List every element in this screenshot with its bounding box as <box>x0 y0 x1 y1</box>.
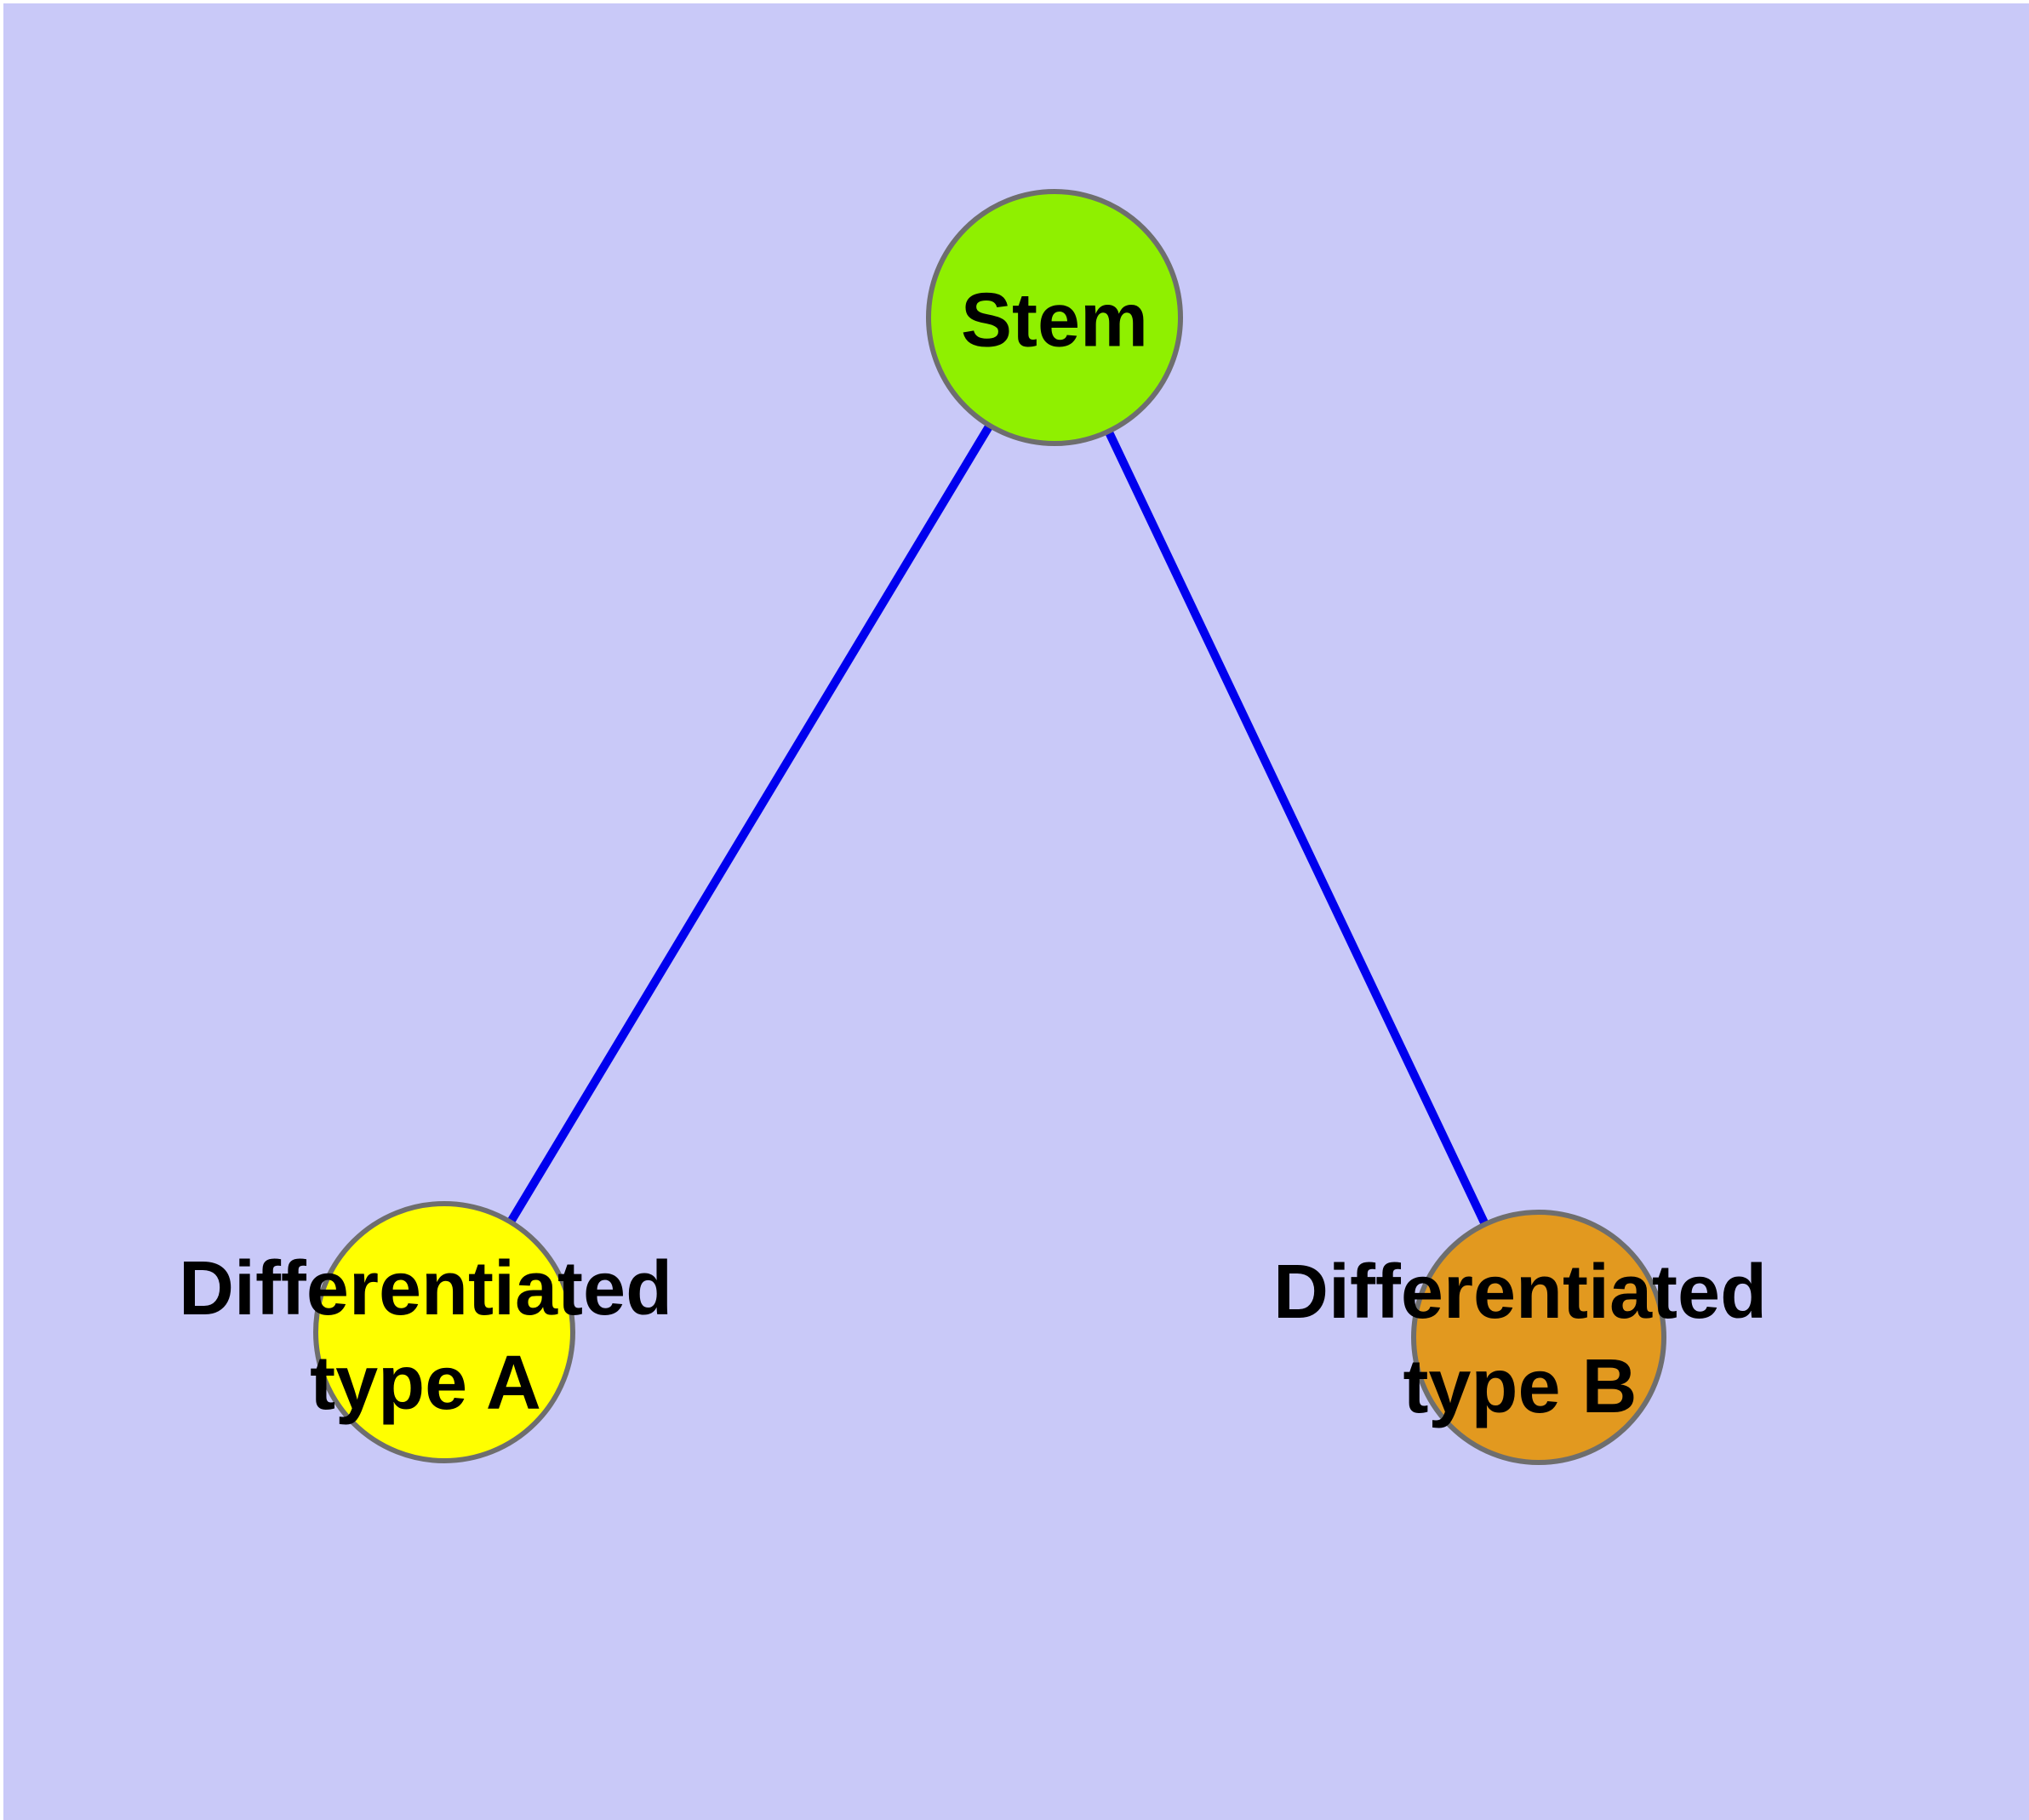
node-type-a-label: Differentiated type A <box>178 1246 673 1426</box>
node-type-b-circle <box>1411 1210 1666 1465</box>
node-stem-label: Stem <box>960 278 1149 363</box>
node-type-a <box>313 1201 575 1463</box>
edge-stem-to-type-b <box>1050 315 1543 1340</box>
node-stem-circle <box>926 189 1183 446</box>
edge-stem-to-type-a <box>440 315 1059 1335</box>
node-type-b <box>1411 1210 1666 1465</box>
node-stem <box>926 189 1183 446</box>
node-type-b-label: Differentiated type B <box>1272 1250 1768 1429</box>
node-type-a-circle <box>313 1201 575 1463</box>
